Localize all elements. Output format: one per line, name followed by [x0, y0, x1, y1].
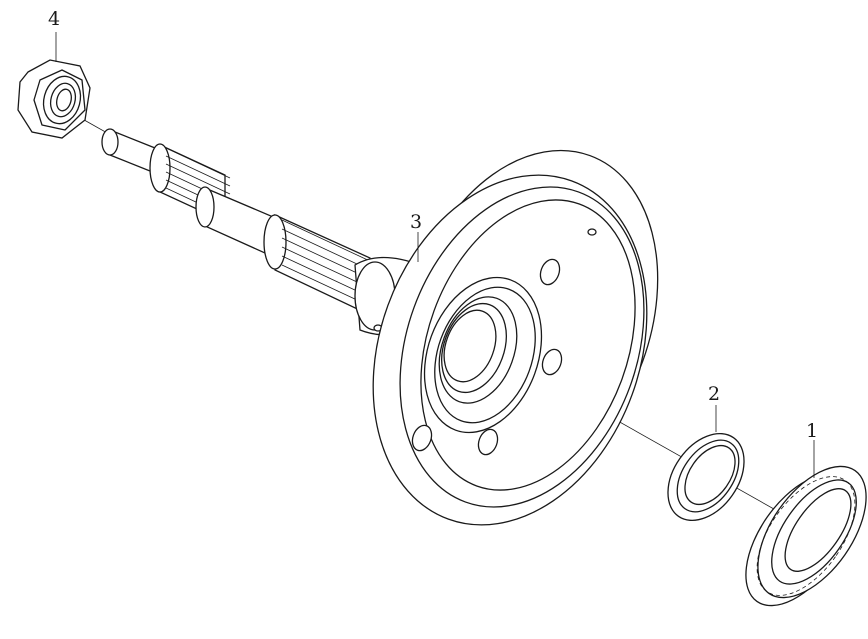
- hex-nut: [17, 59, 91, 139]
- drum-hub: [423, 276, 543, 434]
- bolt-holes: [411, 258, 563, 456]
- callout-4: 4: [48, 8, 60, 30]
- callout-1: 1: [806, 420, 818, 442]
- shaft-spline-rear: [263, 213, 373, 317]
- thrust-washer: [667, 432, 745, 522]
- callout-2: 2: [708, 383, 720, 405]
- sprag-bearing: [745, 465, 867, 607]
- shaft: [101, 128, 421, 336]
- flange-drum: [372, 149, 659, 526]
- callout-3: 3: [410, 211, 422, 233]
